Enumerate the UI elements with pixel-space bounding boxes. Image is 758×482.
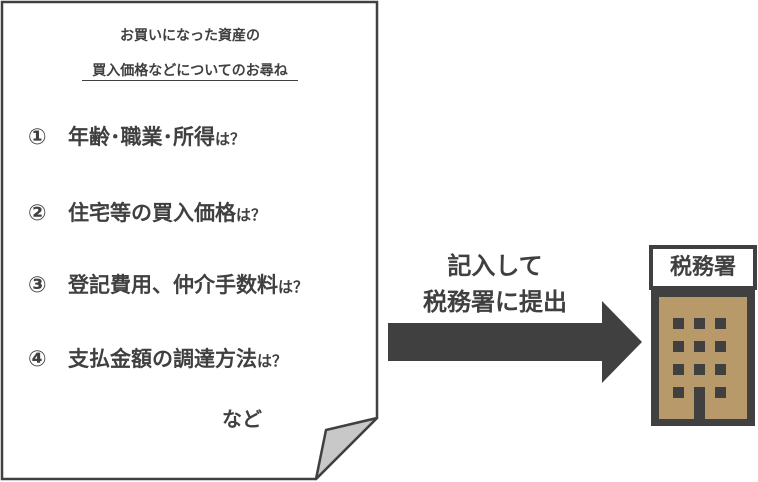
document-title-line2: 買入価格などについてのお尋ね	[40, 60, 340, 81]
question-item: ③ 登記費用、仲介手数料は？	[28, 269, 308, 299]
building-window	[673, 364, 684, 375]
question-number: ④	[28, 347, 47, 372]
action-line1: 記入して	[447, 252, 543, 280]
question-suffix: は？	[278, 278, 309, 296]
building-door	[694, 387, 705, 419]
question-text: 年齢･職業･所得	[68, 125, 215, 149]
question-number: ②	[28, 201, 47, 226]
question-item: ② 住宅等の買入価格は？	[28, 197, 266, 227]
building-window	[715, 387, 726, 398]
question-suffix: は？	[257, 352, 288, 370]
question-item: ① 年齢･職業･所得は？	[28, 121, 245, 151]
question-text: 住宅等の買入価格	[68, 201, 236, 225]
etc-label: など	[222, 407, 262, 431]
document-title-line2-text: 買入価格などについてのお尋ね	[82, 63, 298, 81]
tax-office-building	[649, 245, 757, 426]
question-suffix: は？	[215, 130, 246, 148]
building-window	[715, 364, 726, 375]
question-number: ①	[28, 125, 47, 150]
question-item: ④ 支払金額の調達方法は？	[28, 343, 287, 373]
document-title-line1: お買いになった資産の	[120, 28, 260, 44]
building-window	[715, 341, 726, 352]
submit-arrow	[388, 301, 642, 383]
question-suffix: は？	[236, 206, 267, 224]
building-windows	[673, 318, 726, 419]
action-line2: 税務署に提出	[423, 288, 567, 316]
building-window	[694, 341, 705, 352]
building-window	[694, 318, 705, 329]
building-window	[673, 318, 684, 329]
question-text: 支払金額の調達方法	[68, 347, 257, 371]
building-window	[694, 364, 705, 375]
building-window	[673, 341, 684, 352]
office-sign-board	[649, 245, 757, 290]
building-window	[673, 387, 684, 398]
question-text: 登記費用、仲介手数料	[68, 273, 278, 297]
building-window	[715, 318, 726, 329]
action-label: 記入して 税務署に提出	[395, 248, 595, 320]
office-sign-text: 税務署	[669, 255, 736, 280]
document-fold	[314, 416, 379, 481]
question-number: ③	[28, 273, 47, 298]
